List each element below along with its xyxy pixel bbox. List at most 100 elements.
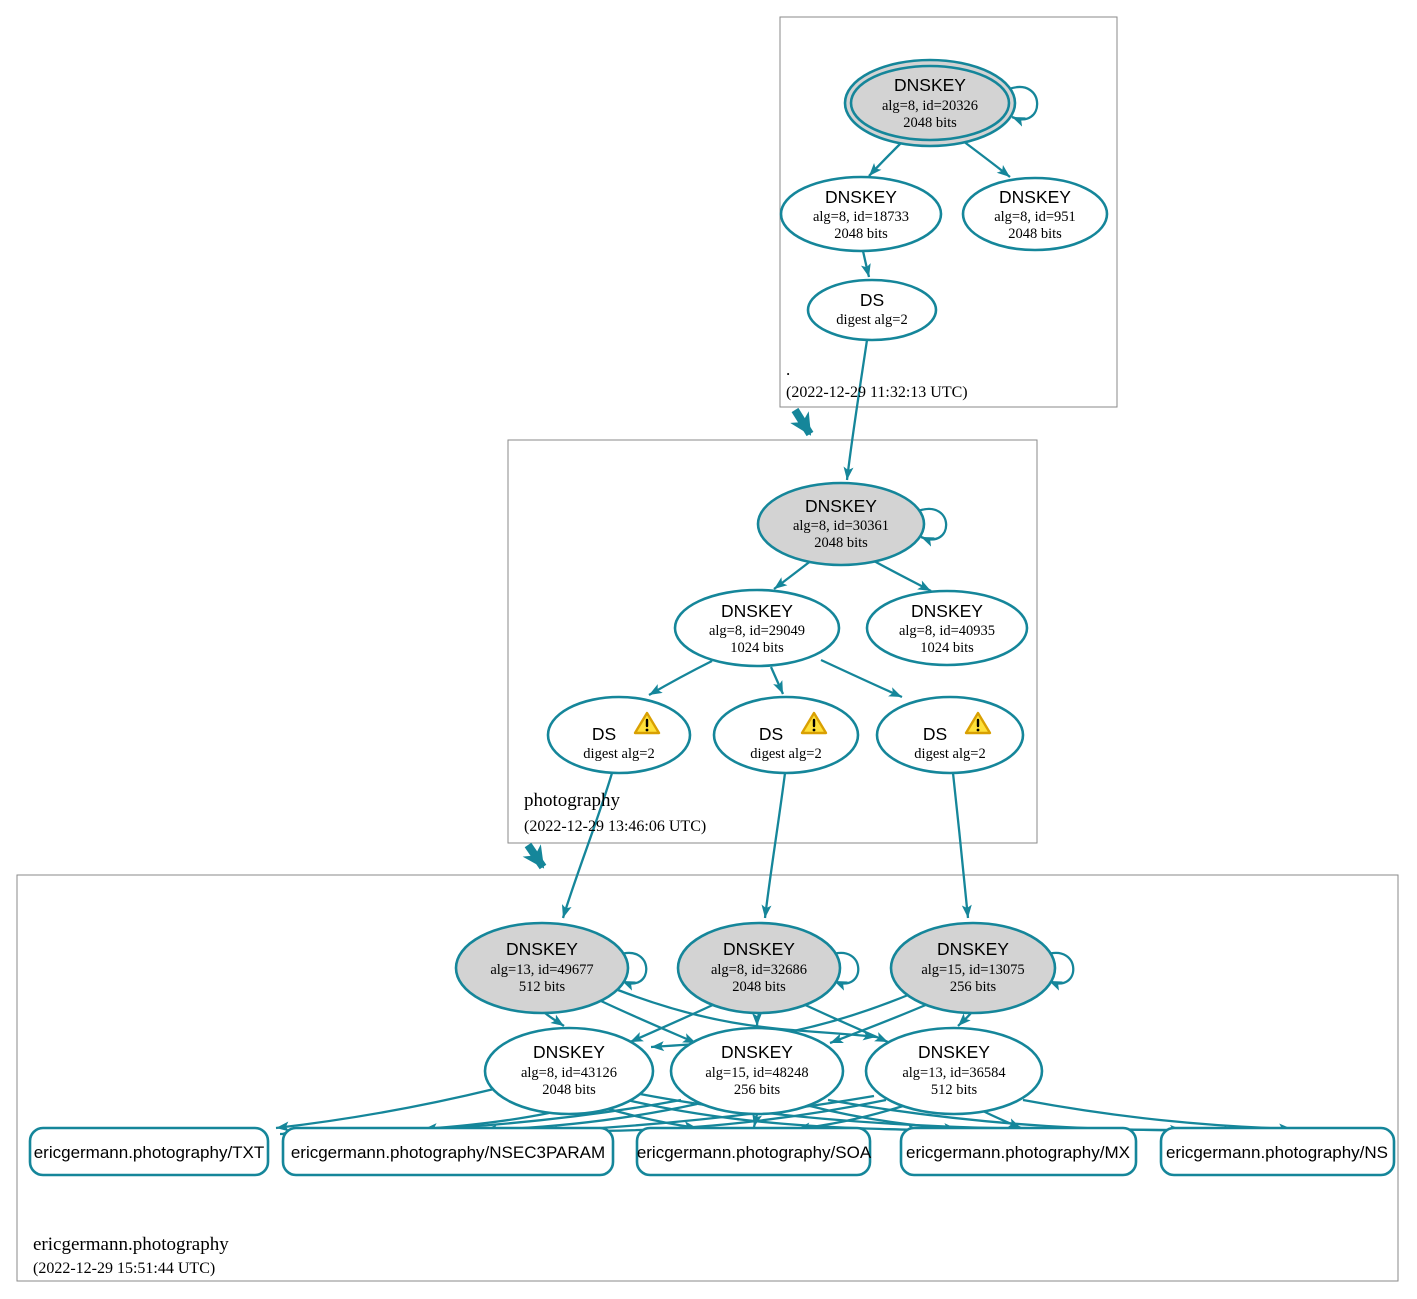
ds-node-photo-1[interactable]: DS digest alg=2: [546, 695, 692, 775]
zone-label-ericgermann: ericgermann.photography (2022-12-29 15:5…: [33, 1234, 229, 1277]
dnskey-node-photo-zsk-40935[interactable]: DNSKEY alg=8, id=40935 1024 bits: [865, 589, 1029, 667]
rrset-label: ericgermann.photography/TXT: [34, 1143, 265, 1162]
zone-timestamp: (2022-12-29 15:51:44 UTC): [33, 1260, 215, 1277]
edge-rrsig-18733-ds: [860, 250, 871, 278]
node-title: DNSKEY: [999, 187, 1071, 207]
node-title: DNSKEY: [918, 1042, 990, 1062]
dnskey-node-root-zsk-951[interactable]: DNSKEY alg=8, id=951 2048 bits: [961, 176, 1109, 252]
edge-delegation-root-photography: [790, 407, 814, 437]
edge-k1-z1: [544, 1012, 565, 1027]
node-detail: alg=8, id=20326: [882, 98, 978, 114]
zone-name: photography: [524, 790, 621, 811]
node-title: DS: [860, 290, 884, 310]
ds-node-root[interactable]: DS digest alg=2: [806, 278, 938, 342]
node-detail: alg=8, id=30361: [793, 518, 889, 534]
node-bits: 256 bits: [734, 1082, 781, 1098]
node-detail: alg=8, id=951: [994, 209, 1076, 225]
edge-selfloop-root-ksk: [1008, 85, 1039, 127]
edge-rrsig-rootksk-951: [962, 140, 1011, 178]
node-detail: alg=13, id=36584: [902, 1065, 1006, 1081]
zone-box-ericgermann: [16, 874, 1399, 1282]
node-detail: alg=13, id=49677: [490, 962, 593, 978]
node-bits: 1024 bits: [730, 640, 784, 656]
node-bits: 256 bits: [950, 979, 997, 995]
edge-ds-to-photography-ksk: [843, 339, 869, 481]
dnskey-node-eg-ksk-49677[interactable]: DNSKEY alg=13, id=49677 512 bits: [454, 921, 630, 1015]
dnskey-node-root-zsk-18733[interactable]: DNSKEY alg=8, id=18733 2048 bits: [779, 175, 943, 253]
node-title: DNSKEY: [721, 601, 793, 621]
edge-rrsig-29049-ds3: [820, 658, 903, 699]
node-title: DS: [923, 724, 947, 744]
rrset-node-ns[interactable]: ericgermann.photography/NS: [1159, 1126, 1396, 1177]
edge-k3-z3: [957, 1012, 972, 1027]
node-bits: 512 bits: [931, 1082, 978, 1098]
rrset-label: ericgermann.photography/NS: [1166, 1143, 1388, 1162]
node-detail: digest alg=2: [583, 746, 654, 762]
edge-selfloop-eg-ksk3: [1044, 951, 1075, 991]
node-title: DNSKEY: [723, 939, 795, 959]
rrset-node-mx[interactable]: ericgermann.photography/MX: [899, 1126, 1138, 1177]
dnskey-node-eg-zsk-48248[interactable]: DNSKEY alg=15, id=48248 256 bits: [669, 1026, 845, 1116]
node-detail: alg=15, id=13075: [921, 962, 1024, 978]
node-title: DNSKEY: [894, 75, 966, 95]
warning-icon: [633, 711, 661, 735]
node-detail: digest alg=2: [914, 746, 985, 762]
node-bits: 2048 bits: [903, 115, 957, 131]
node-title: DNSKEY: [533, 1042, 605, 1062]
edge-k3-z2: [829, 1002, 929, 1045]
edge-rrsig-photoksk-40935: [873, 559, 932, 593]
edge-k2-z1: [629, 1001, 718, 1044]
node-bits: 2048 bits: [834, 226, 888, 242]
node-bits: 2048 bits: [542, 1082, 596, 1098]
rrset-label: ericgermann.photography/NSEC3PARAM: [291, 1143, 605, 1162]
dnskey-node-eg-zsk-36584[interactable]: DNSKEY alg=13, id=36584 512 bits: [864, 1026, 1044, 1116]
node-bits: 2048 bits: [814, 535, 868, 551]
node-detail: alg=8, id=32686: [711, 962, 807, 978]
node-title: DS: [592, 724, 616, 744]
node-detail: digest alg=2: [750, 746, 821, 762]
edge-k2-z2: [752, 1012, 763, 1027]
edge-z1-txt: [275, 1087, 495, 1132]
edge-delegation-photography-ericgermann: [522, 842, 547, 870]
node-bits: 1024 bits: [920, 640, 974, 656]
dnskey-node-photo-ksk-30361[interactable]: DNSKEY alg=8, id=30361 2048 bits: [756, 481, 926, 567]
warning-icon: [964, 711, 992, 735]
dnskey-node-eg-zsk-43126[interactable]: DNSKEY alg=8, id=43126 2048 bits: [483, 1026, 655, 1116]
edge-rrsig-29049-ds2: [769, 666, 785, 695]
edge-ds3-to-eg-ksk3: [951, 772, 972, 919]
edge-ds1-to-eg-ksk1: [561, 772, 614, 919]
dnskey-node-root-ksk-20326[interactable]: DNSKEY alg=8, id=20326 2048 bits: [843, 58, 1017, 148]
rrset-node-soa[interactable]: ericgermann.photography/SOA: [635, 1126, 872, 1177]
node-title: DNSKEY: [911, 601, 983, 621]
dnskey-node-eg-ksk-32686[interactable]: DNSKEY alg=8, id=32686 2048 bits: [676, 921, 842, 1015]
node-detail: alg=8, id=18733: [813, 209, 909, 225]
node-title: DNSKEY: [506, 939, 578, 959]
zone-label-root: . (2022-12-29 11:32:13 UTC): [786, 360, 968, 401]
edge-selfloop-eg-ksk2: [829, 951, 860, 991]
node-bits: 512 bits: [519, 979, 566, 995]
zone-timestamp: (2022-12-29 11:32:13 UTC): [786, 384, 968, 401]
node-detail: digest alg=2: [836, 312, 907, 328]
edge-z3-mx: [982, 1109, 1022, 1130]
node-title: DNSKEY: [805, 496, 877, 516]
dnskey-node-eg-ksk-13075[interactable]: DNSKEY alg=15, id=13075 256 bits: [889, 921, 1057, 1015]
zone-name: .: [786, 360, 790, 379]
ds-node-photo-3[interactable]: DS digest alg=2: [875, 695, 1025, 775]
edge-z1-mx: [626, 1098, 922, 1135]
edge-z2-ns: [827, 1098, 1238, 1136]
edge-ds2-to-eg-ksk2: [761, 772, 787, 919]
rrset-label: ericgermann.photography/SOA: [637, 1143, 872, 1162]
zone-box-photography: [507, 439, 1038, 844]
edge-rrsig-photoksk-29049: [773, 559, 813, 590]
zone-label-photography: photography (2022-12-29 13:46:06 UTC): [524, 790, 706, 835]
edge-z3-ns: [1022, 1098, 1293, 1134]
rrset-node-txt[interactable]: ericgermann.photography/TXT: [28, 1126, 270, 1177]
ds-node-photo-2[interactable]: DS digest alg=2: [712, 695, 860, 775]
zone-name: ericgermann.photography: [33, 1234, 229, 1255]
edge-selfloop-eg-ksk1: [617, 951, 648, 991]
edge-rrsig-29049-ds1: [648, 659, 713, 696]
node-detail: alg=8, id=43126: [521, 1065, 617, 1081]
rrset-node-nsec3param[interactable]: ericgermann.photography/NSEC3PARAM: [281, 1126, 615, 1177]
dnskey-node-photo-zsk-29049[interactable]: DNSKEY alg=8, id=29049 1024 bits: [673, 588, 841, 668]
